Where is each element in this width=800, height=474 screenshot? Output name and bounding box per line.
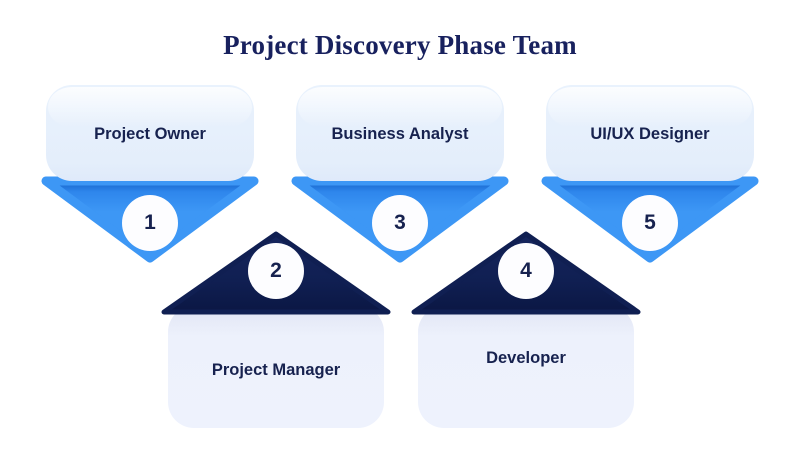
top-item-5-number: 5 — [644, 211, 656, 234]
top-item-1-label: Project Owner — [94, 125, 206, 143]
top-item-3-label: Business Analyst — [331, 125, 469, 143]
top-item-3-number: 3 — [394, 211, 406, 234]
badge-circle-5 — [622, 195, 678, 251]
badge-circle-1 — [122, 195, 178, 251]
top-card-3-sheen — [298, 87, 502, 127]
badge-circle-2 — [248, 243, 304, 299]
badge-circle-3 — [372, 195, 428, 251]
top-card-1-sheen — [48, 87, 252, 127]
top-item-1-number: 1 — [144, 211, 156, 234]
bottom-card-2 — [168, 306, 384, 428]
bottom-item-4-label: Developer — [486, 349, 566, 367]
bottom-item-4-number: 4 — [520, 259, 532, 282]
page-title: Project Discovery Phase Team — [223, 30, 577, 60]
bottom-item-2-label: Project Manager — [211, 361, 341, 379]
top-card-5-sheen — [548, 87, 752, 127]
bottom-item-2[interactable] — [161, 231, 391, 428]
top-item-1[interactable] — [41, 85, 259, 263]
bottom-item-4[interactable] — [411, 231, 641, 428]
top-item-5-label: UI/UX Designer — [590, 125, 710, 143]
top-item-3[interactable] — [291, 85, 509, 263]
top-item-5[interactable] — [541, 85, 759, 263]
bottom-card-4 — [418, 306, 634, 428]
bottom-item-2-number: 2 — [270, 259, 282, 282]
badge-circle-4 — [498, 243, 554, 299]
